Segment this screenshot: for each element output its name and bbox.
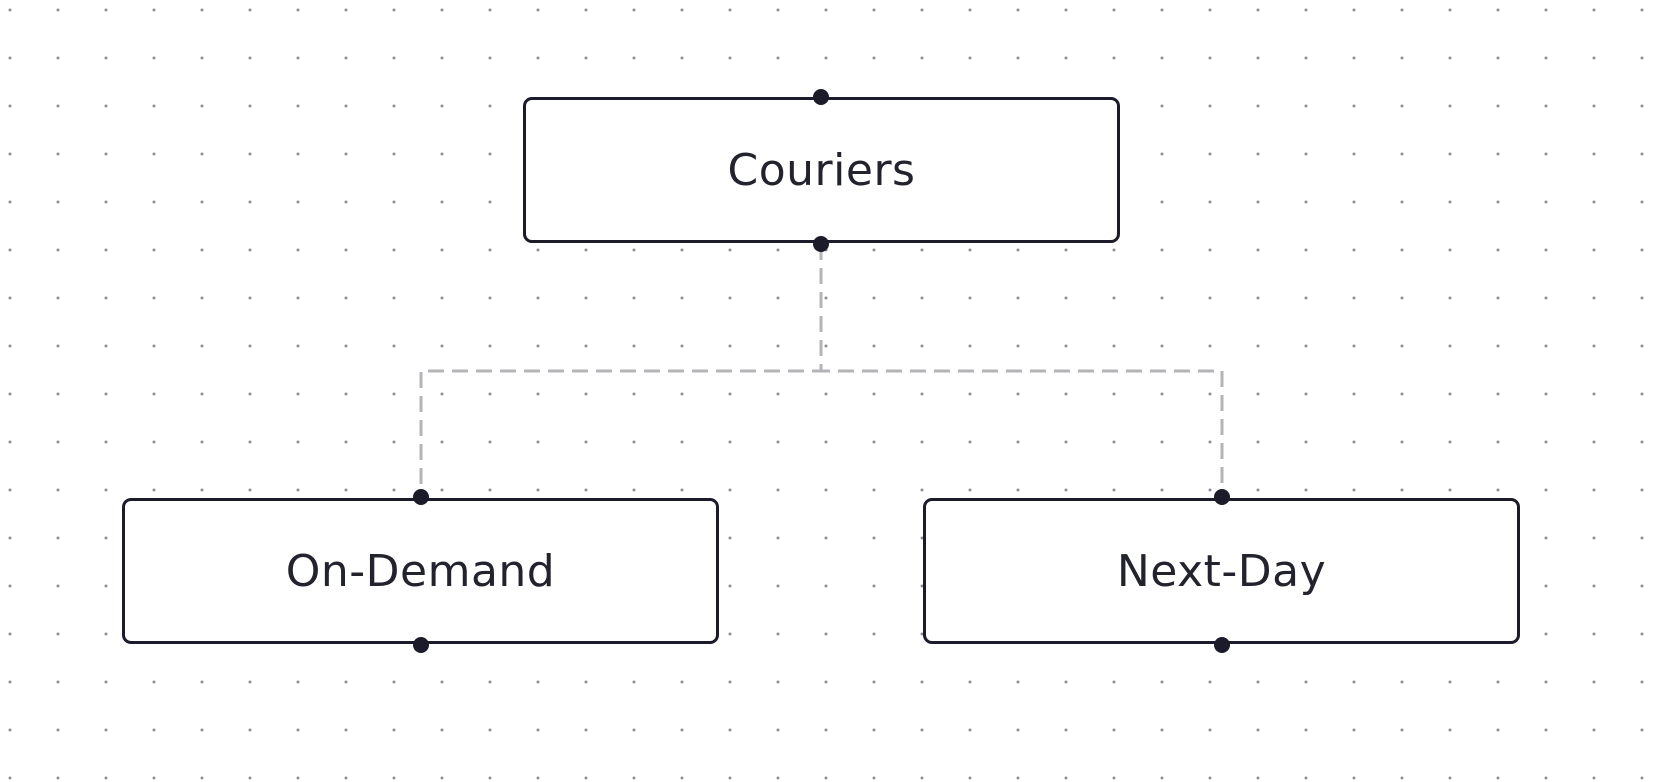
couriers-bottom-handle[interactable]: [813, 236, 829, 252]
node-couriers[interactable]: Couriers: [523, 97, 1120, 243]
couriers-top-handle[interactable]: [813, 89, 829, 105]
node-next-day[interactable]: Next-Day: [923, 498, 1520, 644]
next-day-top-handle[interactable]: [1214, 489, 1230, 505]
next-day-bottom-handle[interactable]: [1214, 637, 1230, 653]
edge-couriers-on-demand: [419, 244, 823, 497]
node-on-demand[interactable]: On-Demand: [122, 498, 719, 644]
node-label: Couriers: [727, 144, 916, 196]
edge-couriers-next-day: [819, 244, 1224, 497]
node-label: Next-Day: [1116, 545, 1327, 597]
node-label: On-Demand: [285, 545, 556, 597]
on-demand-top-handle[interactable]: [413, 489, 429, 505]
on-demand-bottom-handle[interactable]: [413, 637, 429, 653]
